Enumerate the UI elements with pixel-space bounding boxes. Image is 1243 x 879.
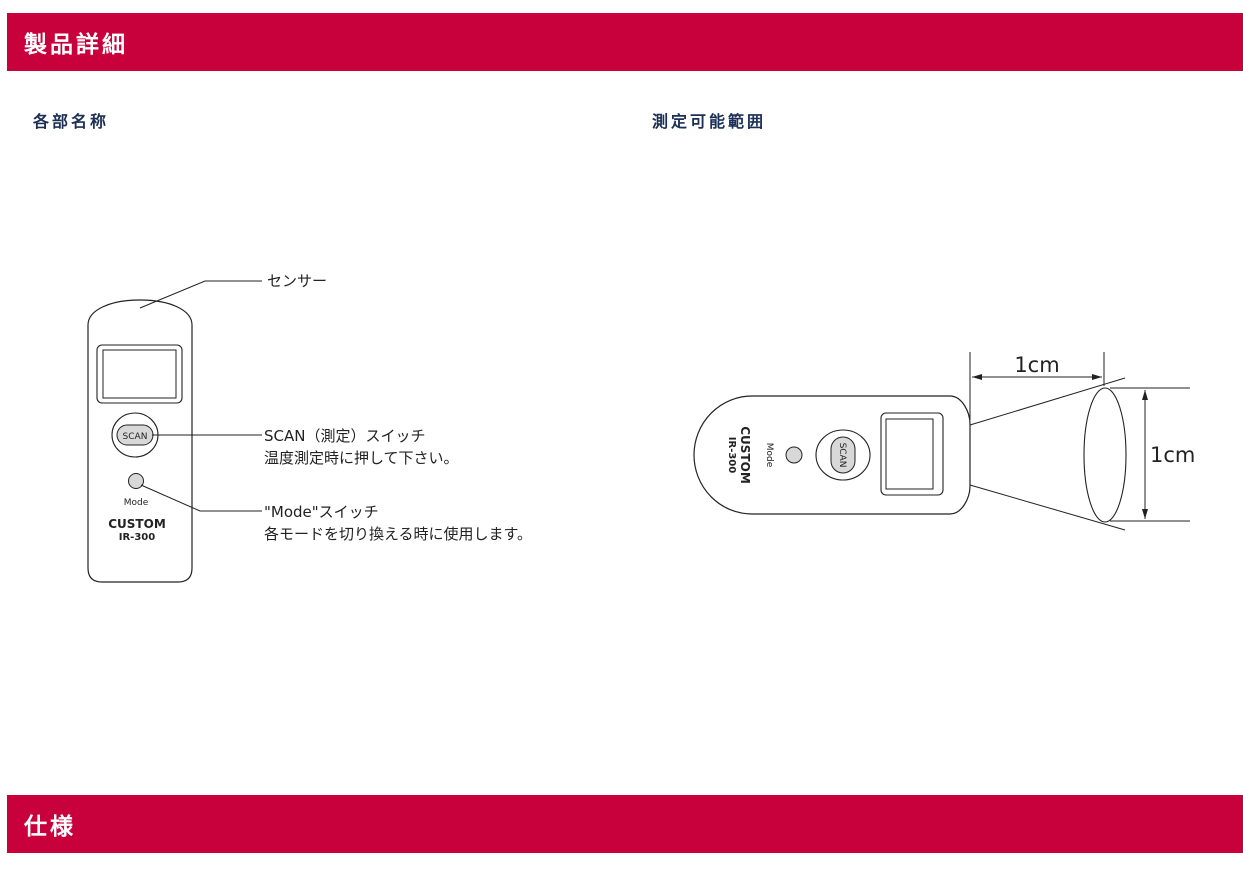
scan-callout-title: SCAN（測定）スイッチ — [264, 427, 425, 445]
target-spot — [1083, 387, 1127, 523]
sensor-leader-line — [139, 280, 262, 309]
diameter-arrow-top — [1142, 390, 1148, 400]
device-display-screen-horizontal — [885, 418, 934, 490]
mode-callout-title: "Mode"スイッチ — [264, 503, 379, 521]
brand-logo-rotated: CUSTOM — [738, 426, 752, 484]
model-name-rotated: IR-300 — [726, 437, 737, 473]
mode-callout-desc: 各モードを切り換える時に使用します。 — [264, 525, 532, 543]
mode-button-horizontal — [785, 446, 803, 464]
scan-button-label-rotated: SCAN — [837, 443, 847, 468]
mode-label-rotated: Mode — [764, 443, 774, 468]
parts-names-heading: 各部名称 — [33, 112, 110, 131]
product-details-banner: 製品詳細 — [7, 13, 1243, 71]
product-details-title: 製品詳細 — [24, 32, 128, 58]
range-diagram: CUSTOM IR-300 Mode SCAN 1cm 1cm — [693, 352, 1195, 531]
model-name: IR-300 — [119, 532, 155, 543]
diameter-label: 1cm — [1150, 443, 1195, 467]
distance-label: 1cm — [1014, 353, 1059, 377]
mode-label: Mode — [124, 498, 149, 508]
diameter-arrow-bottom — [1142, 509, 1148, 519]
specs-title: 仕様 — [24, 814, 76, 840]
brand-logo: CUSTOM — [108, 517, 166, 531]
cone-upper-line — [969, 377, 1126, 426]
scan-button-horizontal — [830, 436, 856, 474]
device-display-screen — [102, 349, 177, 399]
distance-arrow-right — [1092, 374, 1102, 380]
measurable-range-heading: 測定可能範囲 — [652, 112, 767, 131]
scan-callout-desc: 温度測定時に押して下さい。 — [264, 449, 459, 467]
scan-button-label: SCAN — [123, 432, 148, 442]
mode-leader-line — [140, 484, 262, 512]
parts-diagram: SCAN Mode CUSTOM IR-300 センサー SCAN（測定）スイッ… — [87, 272, 532, 583]
sensor-callout: センサー — [267, 272, 327, 290]
distance-arrow-left — [972, 374, 982, 380]
cone-lower-line — [969, 484, 1126, 531]
specs-banner: 仕様 — [7, 795, 1243, 853]
mode-button — [128, 473, 144, 489]
